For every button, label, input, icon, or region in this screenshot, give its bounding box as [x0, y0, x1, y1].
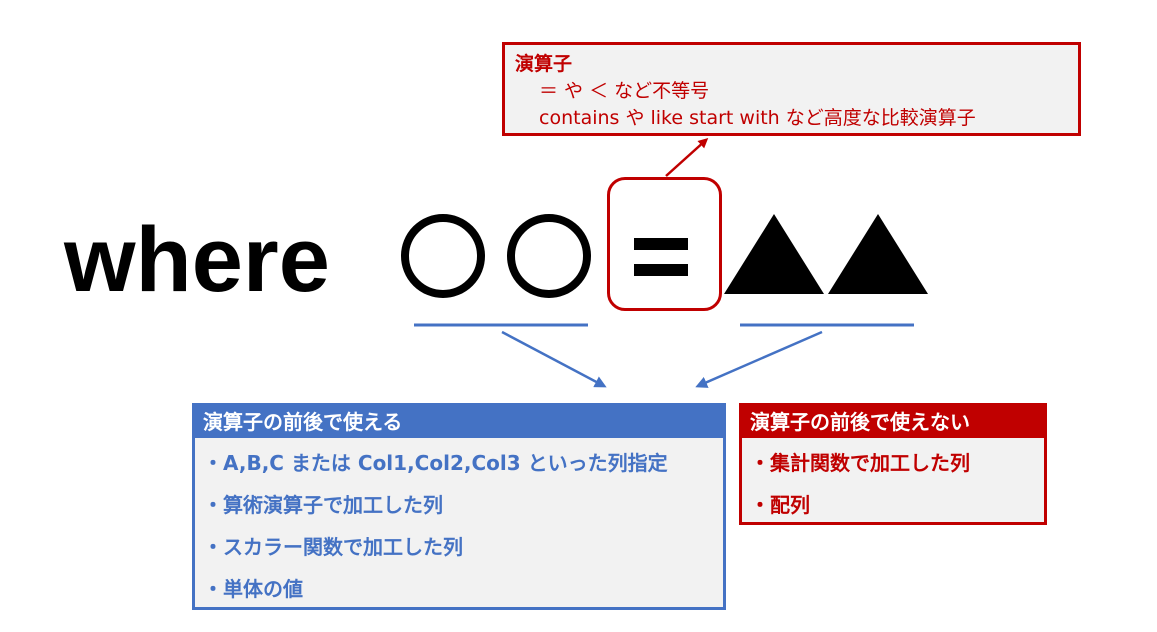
denied-box-title: 演算子の前後で使えない: [742, 406, 1044, 438]
equals-operator: [634, 238, 688, 276]
left-operand-arrow: [501, 330, 607, 388]
operator-callout-arrow: [665, 137, 709, 177]
allowed-box-title: 演算子の前後で使える: [195, 406, 723, 438]
allowed-item: ・算術演算子で加工した列: [203, 493, 443, 517]
right-triangle-2: [828, 214, 928, 294]
right-operand-arrow: [695, 330, 823, 388]
allowed-item: ・スカラー関数で加工した列: [203, 535, 463, 559]
left-circle-1: [401, 214, 485, 298]
left-operand-circles: [401, 214, 591, 298]
where-keyword: where: [64, 209, 330, 311]
operator-callout-line-2: contains や like start with など高度な比較演算子: [539, 107, 976, 129]
right-triangle-1: [724, 214, 824, 294]
denied-box: 演算子の前後で使えない ・集計関数で加工した列 ・配列: [739, 403, 1047, 525]
denied-list: ・集計関数で加工した列 ・配列: [742, 438, 1044, 526]
operator-highlight-box: [607, 177, 722, 311]
denied-item: ・配列: [750, 493, 810, 517]
operator-callout-title: 演算子: [515, 53, 573, 75]
allowed-item: ・単体の値: [203, 577, 303, 601]
operator-callout: 演算子 ＝ や ＜ など不等号 contains や like start wi…: [502, 42, 1081, 136]
allowed-item: ・A,B,C または Col1,Col2,Col3 といった列指定: [203, 451, 668, 475]
left-circle-2: [507, 214, 591, 298]
allowed-box: 演算子の前後で使える ・A,B,C または Col1,Col2,Col3 といっ…: [192, 403, 726, 610]
allowed-list: ・A,B,C または Col1,Col2,Col3 といった列指定 ・算術演算子…: [195, 438, 723, 610]
denied-item: ・集計関数で加工した列: [750, 451, 970, 475]
right-operand-triangles: [724, 214, 928, 294]
operator-callout-line-1: ＝ や ＜ など不等号: [539, 80, 710, 102]
